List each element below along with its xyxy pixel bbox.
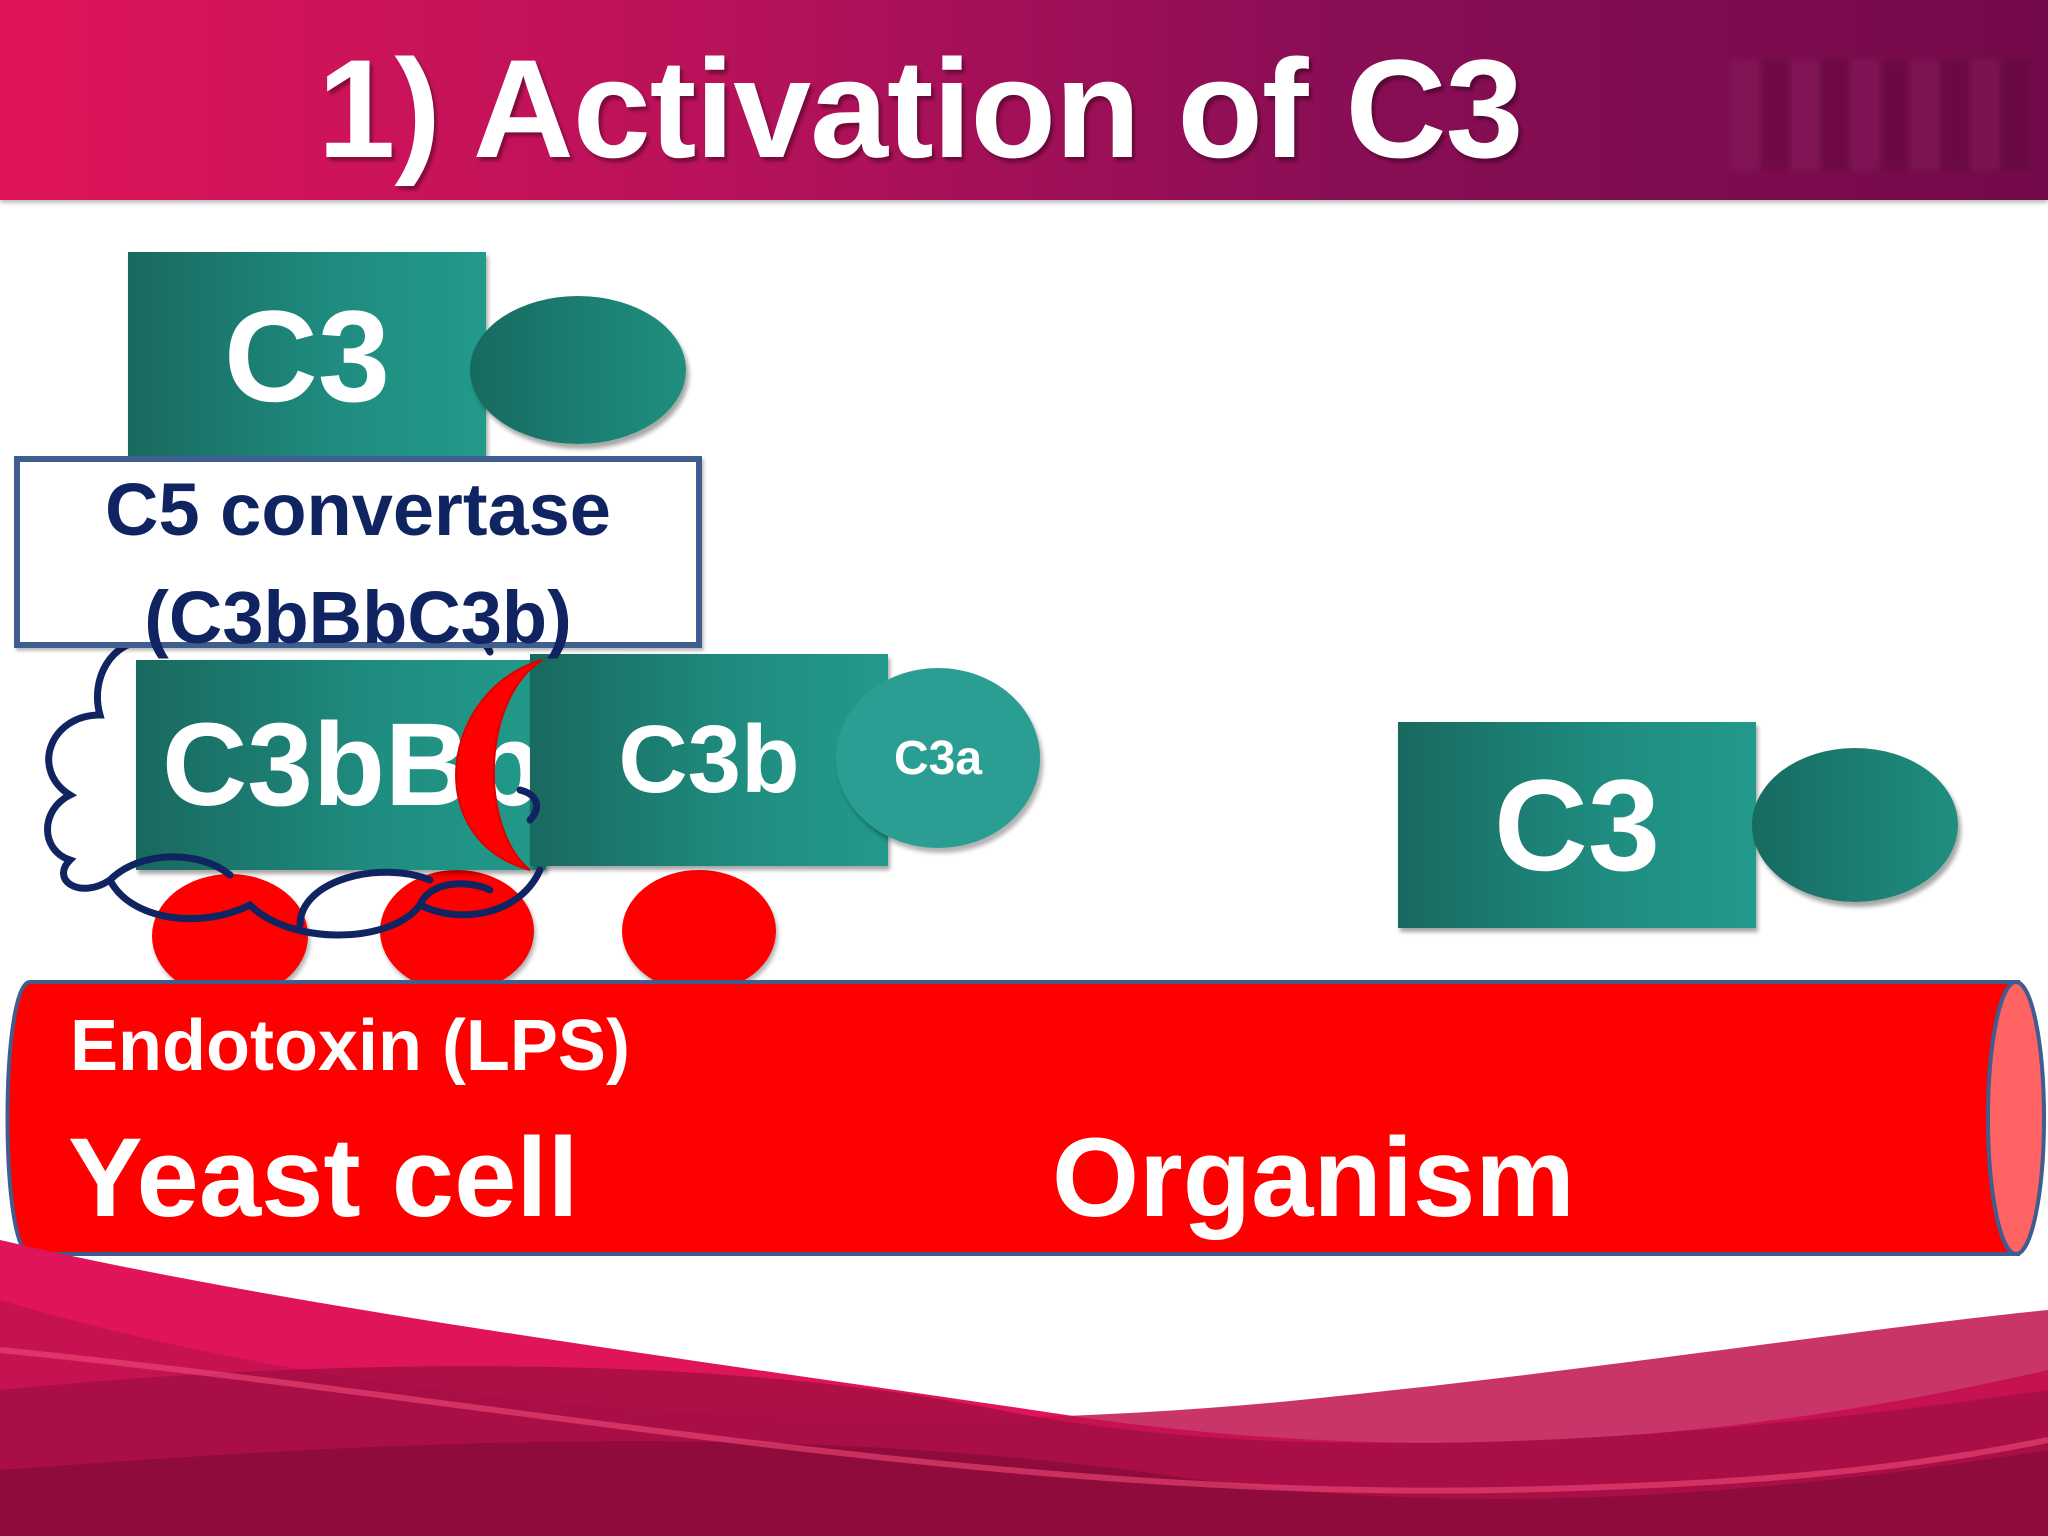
c3-top-block: C3 <box>128 252 486 460</box>
c5-convertase-formula: (C3bBbC3b) <box>144 576 572 659</box>
bottom-wave-decoration <box>0 1240 2048 1536</box>
c3bbb-block: C3bBb <box>136 660 546 870</box>
surface-receptor <box>380 870 534 992</box>
organism-label: Organism <box>1052 1115 1575 1240</box>
title-banner <box>0 0 2048 200</box>
c5-convertase-title: C5 convertase <box>105 468 611 551</box>
c3a-fragment: C3a <box>836 668 1040 848</box>
banner-decoration <box>1730 60 2030 170</box>
c3b-block: C3b <box>530 654 888 866</box>
yeast-cell-label: Yeast cell <box>68 1115 579 1240</box>
organism-cell-cylinder <box>5 980 2046 1256</box>
c3-top-oval <box>470 296 686 444</box>
surface-receptor <box>622 870 776 992</box>
c3-right-block: C3 <box>1398 722 1756 928</box>
endotoxin-label: Endotoxin (LPS) <box>70 1006 630 1086</box>
slide-title: 1) Activation of C3 <box>317 30 1524 187</box>
c3-right-oval <box>1752 748 1958 902</box>
c5-convertase-label-box <box>14 456 702 648</box>
